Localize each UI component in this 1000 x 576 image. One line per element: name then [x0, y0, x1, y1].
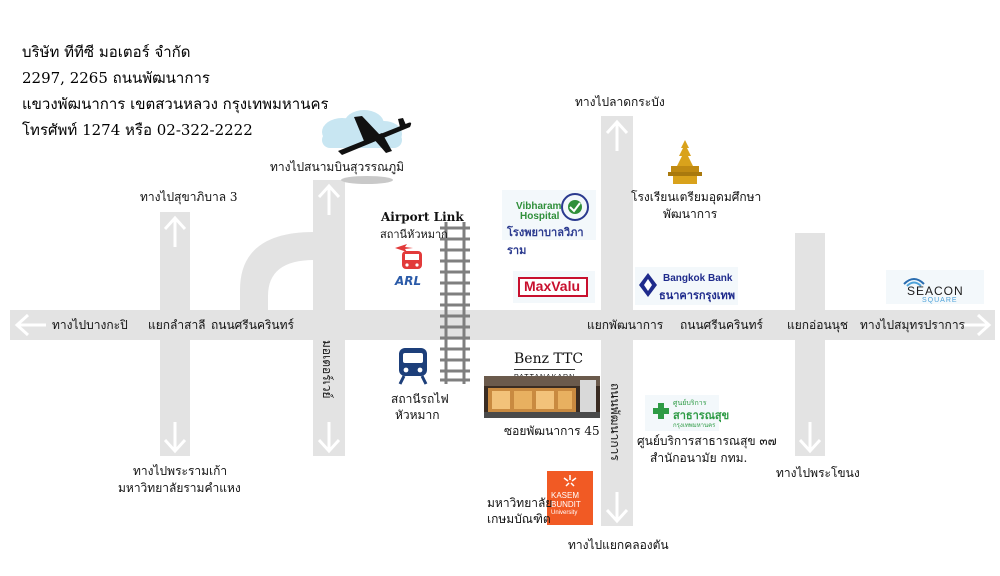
arrow-down-icon — [163, 422, 187, 454]
road-sukhapiban3 — [160, 212, 190, 456]
airport-link-title: Airport Link — [381, 210, 464, 224]
vibharam-emblem-icon — [561, 193, 589, 221]
maxvalu-text: MaxValu — [524, 278, 581, 294]
direction-airport: ทางไปสนามบินสุวรรณภูมิ — [270, 160, 405, 174]
seacon-mark-icon — [903, 278, 925, 287]
direction-phra-khanong: ทางไปพระโขนง — [776, 466, 860, 480]
arl-logo-text: ARL — [395, 274, 422, 288]
direction-rama9: ทางไปพระรามเก้า — [133, 464, 228, 478]
seacon-square-logo: SEACON SQUARE — [886, 270, 984, 304]
vibharam-en-1: Vibharam — [516, 201, 562, 212]
vibharam-th: โรงพยาบาลวิภาราม — [507, 226, 584, 257]
junction-on-nut: แยกอ่อนนุช — [787, 318, 848, 332]
kasem-en-2: BUNDIT — [551, 500, 581, 509]
kasem-star-icon — [563, 475, 577, 487]
benz-ttc-title: Benz TTC — [514, 351, 584, 367]
benz-showroom-image — [484, 376, 600, 418]
direction-khlong-tan: ทางไปแยกคลองตัน — [568, 538, 669, 552]
road-motorway — [313, 180, 345, 456]
kasem-th-line2: เกษมบัณฑิต — [487, 512, 551, 526]
bangkok-bank-en: Bangkok Bank — [663, 273, 733, 284]
health-center-line1: ศูนย์บริการสาธารณสุข ๓๗ — [637, 434, 777, 448]
school-line1: โรงเรียนเตรียมอุดมศึกษา — [631, 190, 762, 204]
arl-train-icon — [395, 244, 422, 269]
health-center-line2: สำนักอนามัย กทม. — [650, 451, 748, 465]
direction-lat-krabang: ทางไปลาดกระบัง — [575, 95, 665, 109]
road-name-srinakarin-left: ถนนศรีนครินทร์ — [211, 318, 294, 332]
arrow-down-icon — [798, 422, 822, 454]
school-line2: พัฒนาการ — [663, 207, 718, 221]
kasem-bundit-logo: KASEM BUNDIT University — [547, 471, 593, 525]
airport-link-station: สถานีหัวหมาก — [380, 228, 448, 241]
arrow-right-icon — [960, 313, 992, 337]
kasem-en-3: University — [551, 510, 578, 516]
health-logo-line1: ศูนย์บริการ — [673, 399, 707, 407]
road-on-nut — [795, 233, 825, 456]
seacon-square-text: SQUARE — [922, 297, 958, 304]
road-name-motorway: มอเตอร์เวย์ — [320, 340, 334, 399]
arrow-up-icon — [317, 183, 341, 215]
vibharam-logo: Vibharam Hospital โรงพยาบาลวิภาราม — [502, 190, 596, 257]
direction-bang-kapi: ทางไปบางกะปิ — [52, 318, 128, 332]
arrow-down-icon — [605, 492, 629, 524]
company-address-1: 2297, 2265 ถนนพัฒนาการ — [22, 69, 210, 87]
arrow-left-icon — [14, 313, 46, 337]
health-logo-line3: กรุงเทพมหานคร — [673, 422, 716, 429]
bank-emblem-icon — [639, 273, 657, 297]
road-name-srinakarin-right: ถนนศรีนครินทร์ — [680, 318, 763, 332]
train-station-line2: หัวหมาก — [395, 408, 440, 422]
train-station-line1: สถานีรถไฟ — [391, 392, 449, 406]
bangkok-bank-th: ธนาคารกรุงเทพ — [659, 289, 736, 302]
vibharam-en-2: Hospital — [520, 211, 560, 222]
road-name-pattanakarn: ถนนพัฒนาการ — [608, 383, 622, 461]
junction-lam-sali: แยกลำสาลี — [148, 318, 206, 332]
kasem-th-line1: มหาวิทยาลัย — [487, 496, 553, 510]
road-lat-krabang — [601, 116, 633, 526]
arrow-up-icon — [605, 119, 629, 151]
direction-ramkhamhaeng: มหาวิทยาลัยรามคำแหง — [118, 481, 241, 495]
company-name: บริษัท ทีทีซี มอเตอร์ จำกัด — [22, 43, 191, 61]
school-emblem-icon — [668, 140, 702, 184]
soi-pattanakarn-45: ซอยพัฒนาการ 45 — [504, 424, 600, 438]
arrow-up-icon — [163, 215, 187, 247]
railway-track — [440, 222, 470, 384]
airplane-icon — [338, 116, 412, 155]
company-address-2: แขวงพัฒนาการ เขตสวนหลวง กรุงเทพมหานคร — [22, 95, 329, 113]
train-station-icon — [398, 348, 428, 385]
road-curve-ramp — [240, 232, 326, 314]
bangkok-bank-logo: Bangkok Bank ธนาคารกรุงเทพ — [635, 267, 738, 305]
direction-samut-prakan: ทางไปสมุทรปราการ — [860, 318, 965, 332]
maxvalu-logo: MaxValu — [513, 271, 595, 303]
health-cross-icon — [653, 403, 669, 419]
arrow-down-icon — [317, 422, 341, 454]
health-center-logo: ศูนย์บริการ สาธารณสุข กรุงเทพมหานคร — [645, 395, 729, 431]
direction-sukhapiban3: ทางไปสุขาภิบาล 3 — [140, 190, 238, 204]
health-logo-line2: สาธารณสุข — [673, 409, 730, 422]
kasem-en-1: KASEM — [551, 491, 580, 500]
company-phone: โทรศัพท์ 1274 หรือ 02-322-2222 — [22, 121, 253, 139]
junction-pattanakarn: แยกพัฒนาการ — [587, 318, 664, 332]
seacon-text: SEACON — [907, 284, 964, 298]
